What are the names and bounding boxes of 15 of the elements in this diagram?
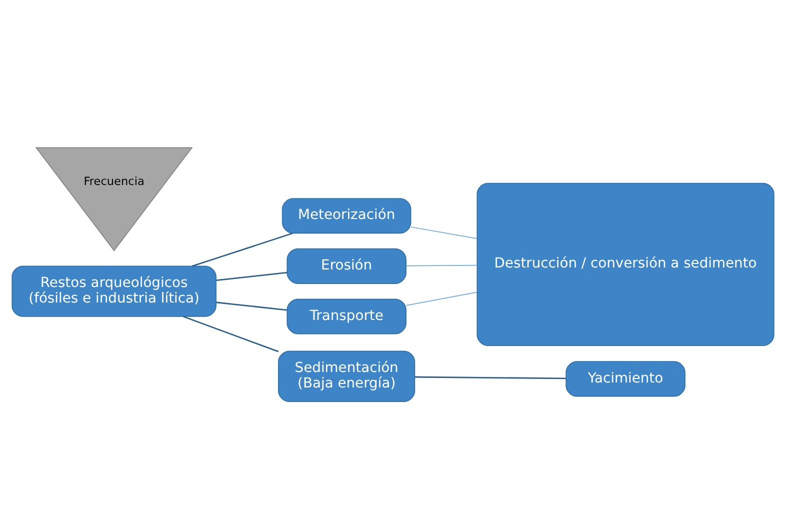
connector — [410, 226, 478, 239]
node-box: Restos arqueológicos (fósiles e industria lítica) — [12, 266, 216, 317]
connector — [216, 302, 288, 311]
node-box: Erosión — [286, 248, 406, 284]
node-box: Destrucción / conversión a sedimento — [476, 182, 774, 346]
node-box: Sedimentación (Baja energía) — [278, 350, 416, 402]
node-box: Meteorización — [282, 198, 412, 234]
node-box: Yacimiento — [566, 361, 686, 397]
connector — [406, 264, 478, 266]
connector — [406, 292, 478, 306]
connector — [192, 232, 293, 267]
connector — [216, 272, 288, 281]
connector — [183, 316, 279, 352]
node-box: Transporte — [286, 298, 406, 334]
connector — [414, 376, 566, 380]
